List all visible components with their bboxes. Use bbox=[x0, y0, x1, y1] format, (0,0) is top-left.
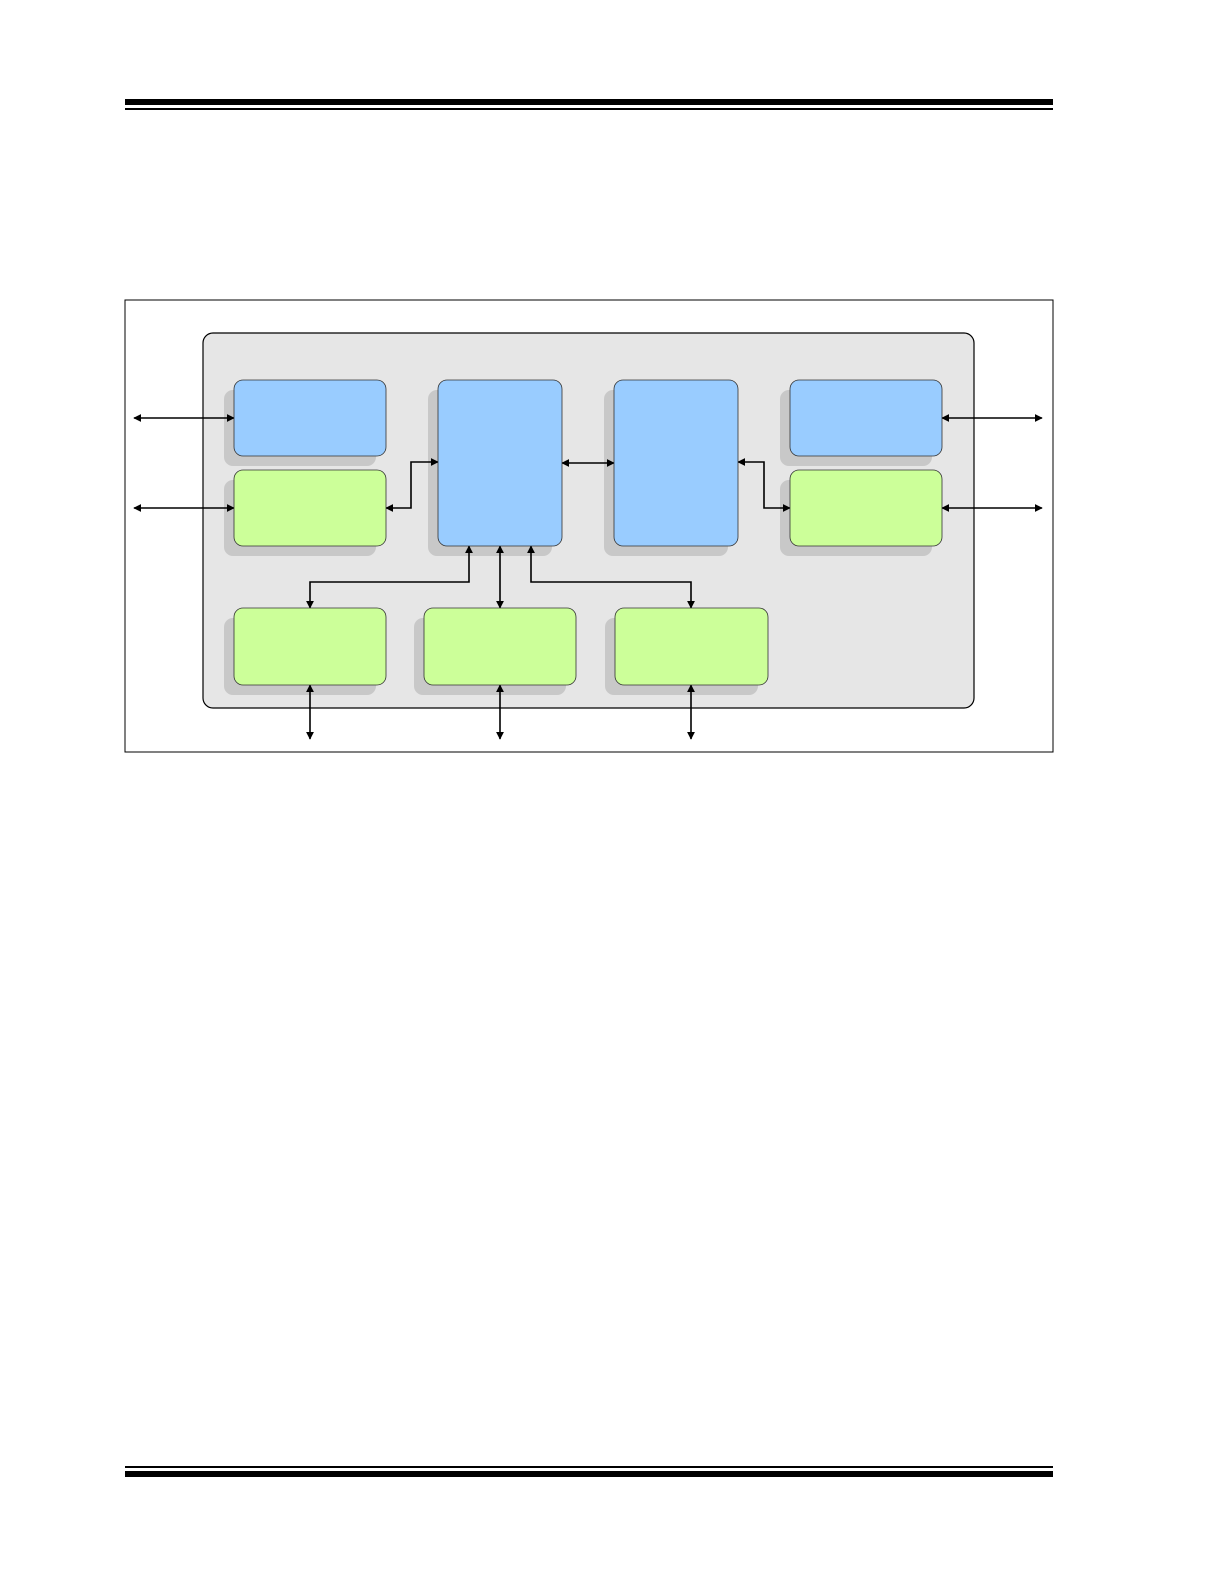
connector-mid-left-block-to-center-left-block bbox=[385, 458, 439, 512]
figure-frame bbox=[124, 299, 1054, 753]
header-rule-thin bbox=[125, 108, 1053, 110]
bottom-right-block bbox=[614, 607, 769, 686]
top-left-block bbox=[233, 379, 387, 457]
mid-right-block bbox=[789, 469, 943, 547]
footer-rule-thin bbox=[125, 1466, 1053, 1468]
connectors bbox=[133, 414, 1043, 740]
bottom-center-block bbox=[423, 607, 577, 686]
footer-rule-thick bbox=[125, 1471, 1053, 1477]
center-right-block bbox=[613, 379, 739, 547]
header-rule-thick bbox=[125, 99, 1053, 105]
center-left-block bbox=[437, 379, 563, 547]
blocks bbox=[233, 379, 943, 686]
connector-center-left-block-to-bottom-left-block bbox=[306, 545, 473, 609]
connector-center-right-block-to-mid-right-block bbox=[737, 458, 791, 512]
bottom-left-block bbox=[233, 607, 387, 686]
mid-left-block bbox=[233, 469, 387, 547]
connector-center-left-block-to-bottom-right-block bbox=[527, 545, 695, 609]
top-right-block bbox=[789, 379, 943, 457]
